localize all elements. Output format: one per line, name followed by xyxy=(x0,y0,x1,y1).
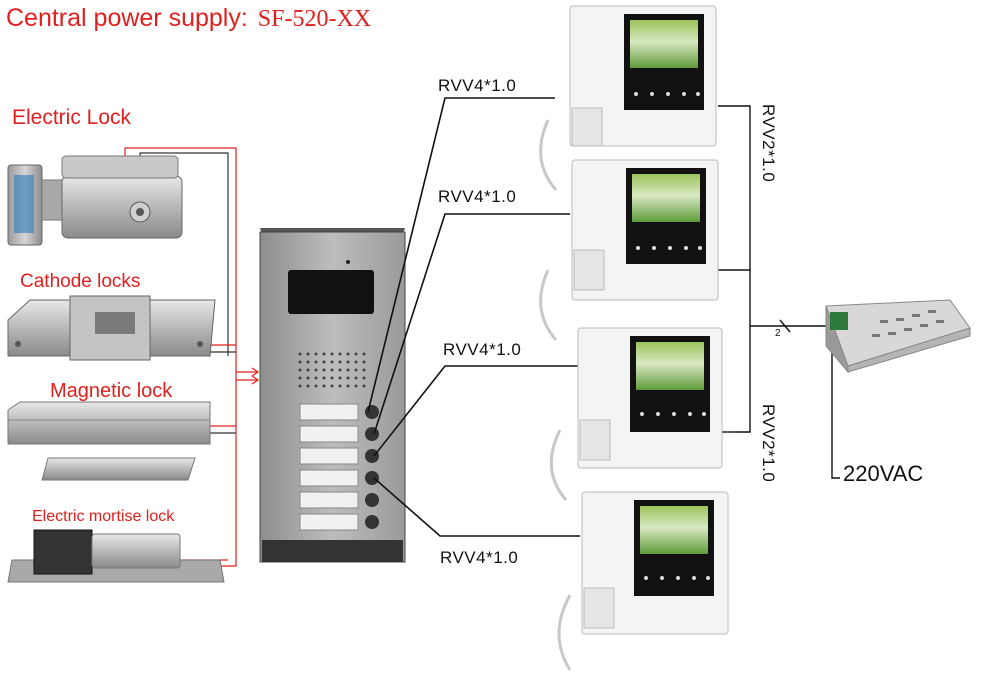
monitor-3 xyxy=(549,327,723,501)
wire-electric-lock xyxy=(124,147,237,362)
power-bus xyxy=(718,105,840,479)
model-number: SF-520-XX xyxy=(257,6,372,32)
cable-label-monitor-3: RVV4*1.0 xyxy=(443,340,522,359)
cable-label-monitor-4: RVV4*1.0 xyxy=(440,548,519,567)
mortise-lock-image xyxy=(7,529,225,583)
cable-monitor-2 xyxy=(373,213,570,435)
electric-lock-image xyxy=(7,155,183,246)
cathode-lock-image xyxy=(7,295,216,361)
cable-label-monitor-2: RVV4*1.0 xyxy=(438,187,517,206)
cable-label-monitor-1: RVV4*1.0 xyxy=(438,76,517,95)
monitor-1 xyxy=(539,5,717,191)
power-supply-image xyxy=(825,299,971,374)
page-title: Central power supply: SF-520-XX xyxy=(6,4,371,33)
electric-lock-label: Electric Lock xyxy=(12,106,132,129)
magnetic-lock-image xyxy=(7,401,211,481)
cable-monitor-1 xyxy=(367,97,555,413)
mains-voltage-label: 220VAC xyxy=(843,461,924,486)
cable-monitor-3 xyxy=(373,365,580,457)
monitor-2 xyxy=(539,159,719,341)
wire-count-label: 2 xyxy=(775,328,781,339)
power-cable-label-lower: RVV2*1.0 xyxy=(759,404,778,483)
cable-monitor-4 xyxy=(373,477,580,537)
cathode-locks-label: Cathode locks xyxy=(20,271,141,292)
monitor-4 xyxy=(557,491,729,671)
magnetic-lock-label: Magnetic lock xyxy=(50,380,173,402)
title-text: Central power supply: xyxy=(6,4,248,32)
power-cable-label-upper: RVV2*1.0 xyxy=(759,104,778,183)
electric-mortise-lock-label: Electric mortise lock xyxy=(32,508,175,525)
call-buttons xyxy=(299,403,379,531)
monitor-cables xyxy=(367,97,580,537)
speaker-grille xyxy=(298,352,366,388)
door-station-image xyxy=(259,228,406,563)
